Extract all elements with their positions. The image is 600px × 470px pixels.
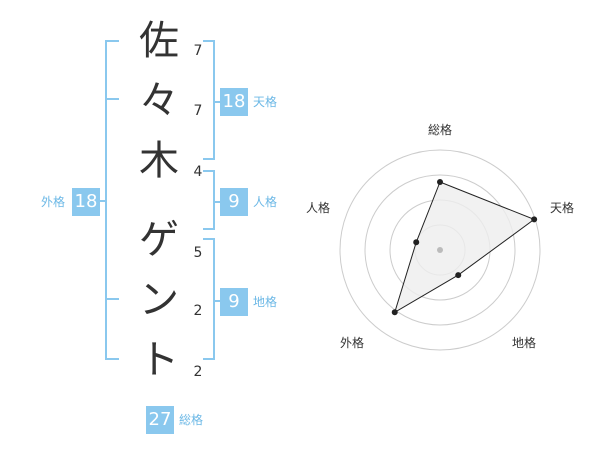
stroke-count-3: 4 bbox=[193, 164, 203, 180]
radar-ring-4 bbox=[339, 149, 541, 351]
name-char-5: ン bbox=[139, 277, 179, 323]
radar-points bbox=[391, 179, 538, 316]
chikaku-badge: 9 bbox=[220, 288, 248, 316]
radar-point-2 bbox=[531, 216, 538, 223]
jinkaku-label: 人格 bbox=[253, 195, 278, 209]
radar-point-5 bbox=[413, 239, 420, 246]
tenkaku-badge: 18 bbox=[220, 88, 248, 116]
soukaku-label: 総格 bbox=[179, 413, 204, 427]
soukaku-badge: 27 bbox=[146, 406, 174, 434]
radar-point-4 bbox=[391, 309, 398, 316]
radar-center-dot bbox=[437, 247, 443, 253]
radar-label-gaikaku: 外格 bbox=[340, 335, 364, 350]
stroke-count-6: 2 bbox=[193, 364, 203, 380]
name-char-4: ゲ bbox=[139, 217, 179, 263]
radar-ring-3 bbox=[364, 174, 516, 326]
name-char-2: 々 bbox=[139, 78, 179, 124]
radar-point-1 bbox=[437, 179, 443, 185]
name-char-3: 木 bbox=[139, 138, 179, 184]
radar-label-soukaku: 総格 bbox=[428, 122, 452, 137]
name-char-6: ト bbox=[139, 337, 179, 383]
stroke-count-2: 7 bbox=[193, 103, 203, 119]
stroke-count-4: 5 bbox=[193, 245, 203, 261]
radar-point-3 bbox=[455, 272, 462, 279]
radar-label-jinkaku: 人格 bbox=[306, 200, 330, 215]
radar-label-tenkaku: 天格 bbox=[550, 200, 574, 215]
name-char-1: 佐 bbox=[139, 18, 179, 64]
radar-label-chikaku: 地格 bbox=[512, 335, 536, 350]
chikaku-label: 地格 bbox=[253, 295, 278, 309]
stroke-count-5: 2 bbox=[193, 303, 203, 319]
radar-polygon bbox=[393, 181, 536, 314]
stroke-count-1: 7 bbox=[193, 43, 203, 59]
gaikaku-badge: 18 bbox=[72, 188, 100, 216]
gaikaku-label: 外格 bbox=[41, 195, 66, 209]
tenkaku-label: 天格 bbox=[253, 95, 278, 109]
jinkaku-badge: 9 bbox=[220, 188, 248, 216]
